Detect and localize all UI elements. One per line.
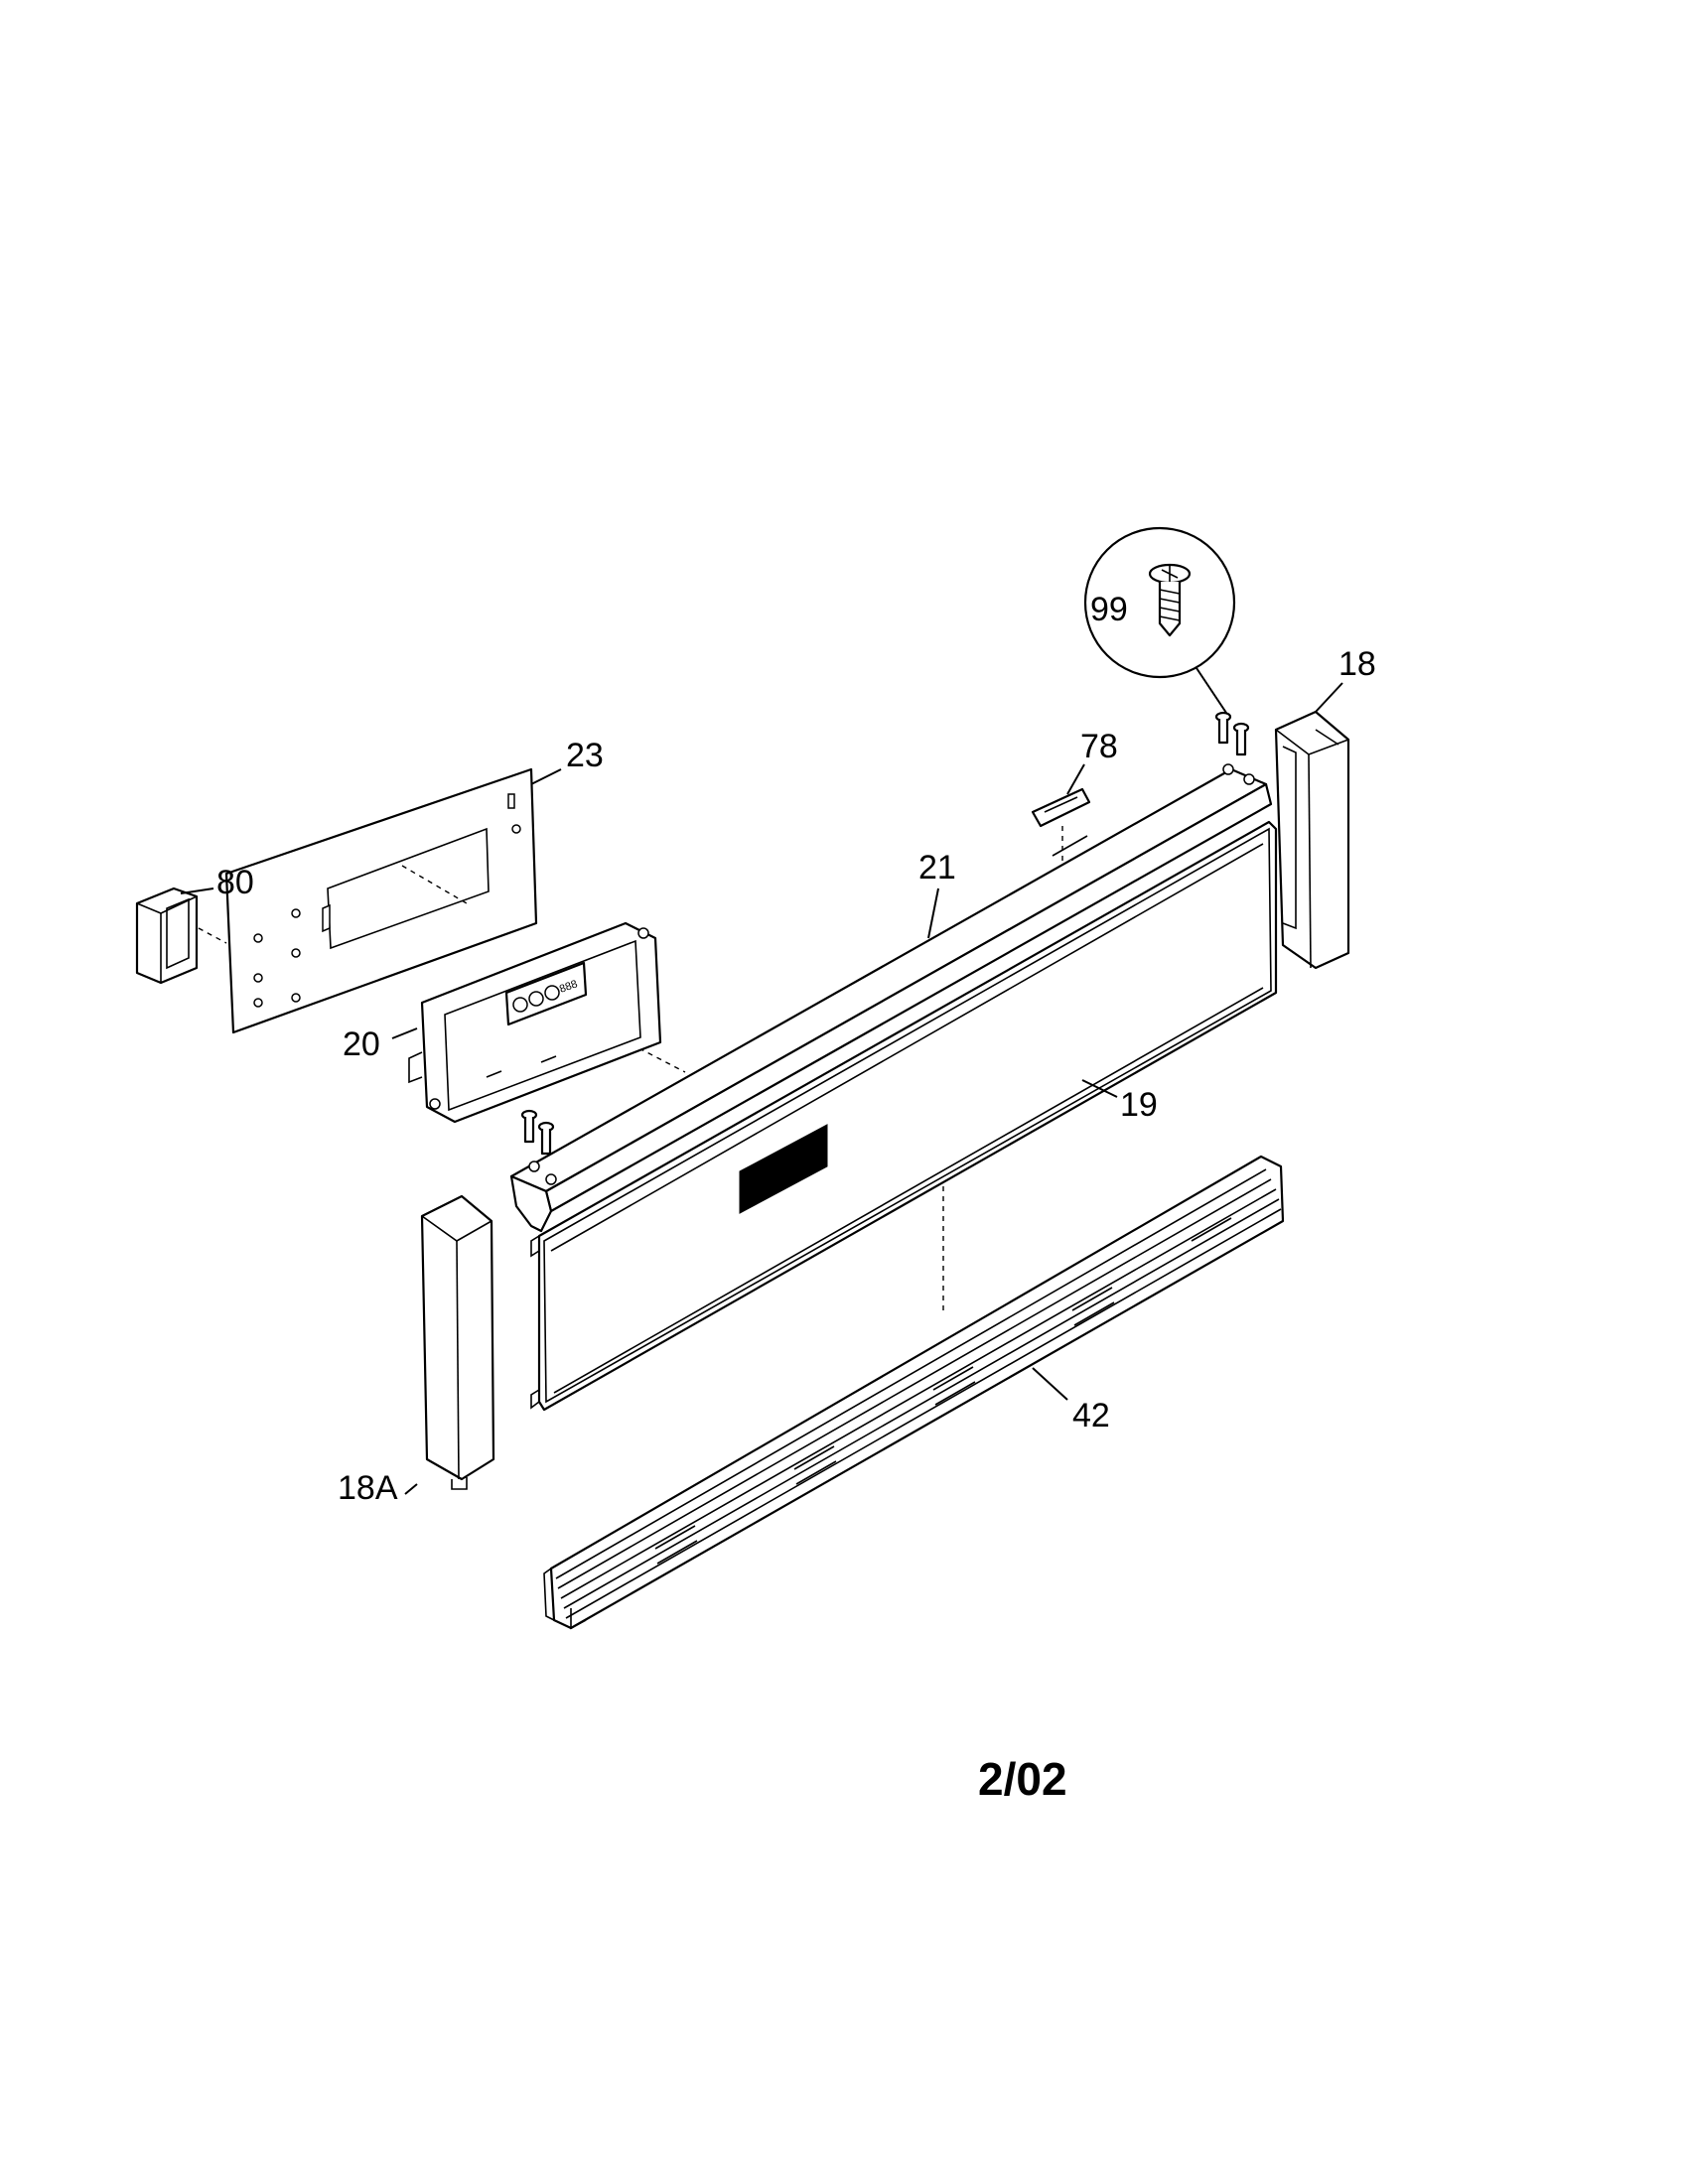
- screw-pair-left: [520, 1109, 555, 1156]
- label-18a: 18A: [338, 1469, 398, 1507]
- screw-pair-right: [1214, 711, 1250, 756]
- end-cap-right-18: [1274, 710, 1350, 970]
- screw-callout-99: [1083, 526, 1236, 714]
- label-78: 78: [1080, 728, 1118, 765]
- label-42: 42: [1072, 1397, 1110, 1434]
- connector-80: [135, 887, 199, 985]
- control-panel-21: [509, 763, 1273, 1233]
- label-99: 99: [1090, 591, 1128, 628]
- diagram-date: 2/02: [978, 1753, 1067, 1805]
- label-80: 80: [216, 864, 254, 901]
- label-18: 18: [1338, 645, 1376, 683]
- label-23: 23: [566, 737, 604, 774]
- label-21: 21: [918, 849, 956, 887]
- bracket-plate-23: [224, 767, 538, 1034]
- vent-trim-42: [543, 1155, 1285, 1630]
- control-display-text: 888: [558, 978, 579, 996]
- label-20: 20: [343, 1025, 380, 1063]
- label-19: 19: [1120, 1086, 1158, 1124]
- electronic-control-20: 888: [408, 921, 662, 1124]
- overlay-panel-19: [530, 820, 1278, 1412]
- end-cap-left-18a: [420, 1194, 495, 1490]
